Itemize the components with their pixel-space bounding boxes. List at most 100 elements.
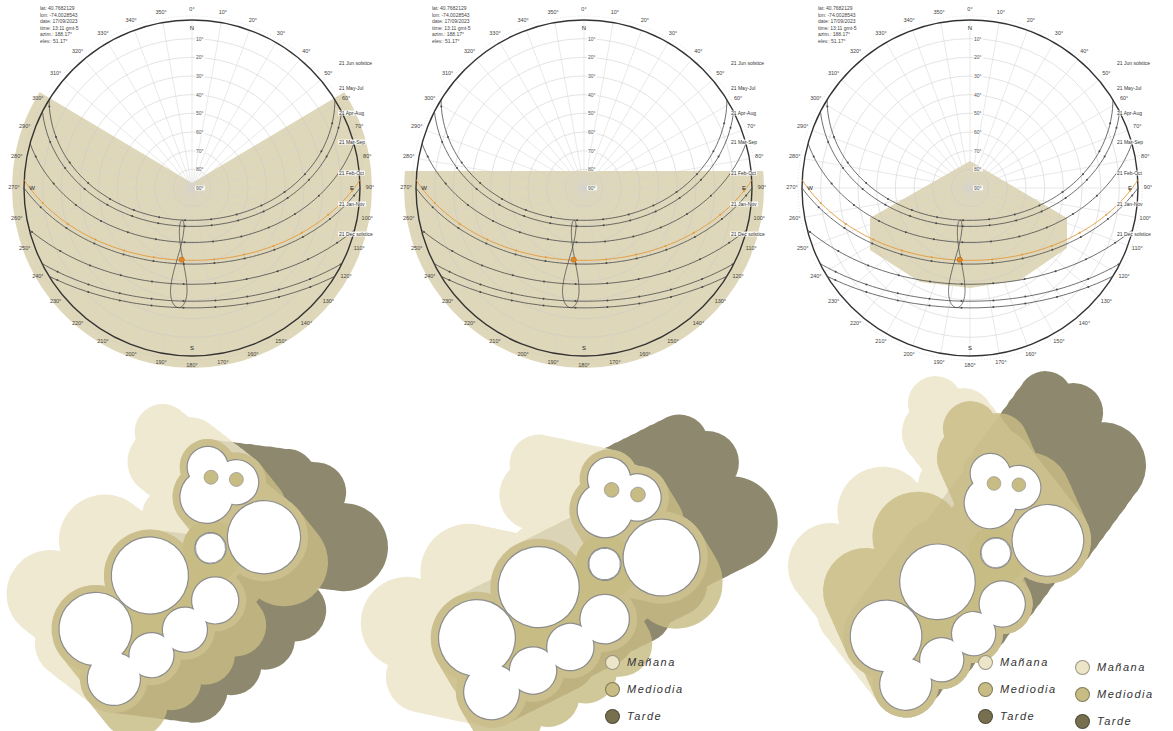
azimuth-label: 290° — [411, 124, 422, 130]
azimuth-label: 150° — [275, 339, 286, 345]
azimuth-line — [584, 159, 749, 188]
month-label: 21 Jan-Nov — [1116, 202, 1144, 207]
legend-swatch — [978, 655, 993, 670]
hour-dot — [604, 240, 606, 242]
legend-swatch — [978, 682, 993, 697]
hour-dot — [440, 105, 442, 107]
sun-path — [24, 180, 360, 261]
azimuth-label: 300° — [32, 96, 43, 102]
hour-dot — [606, 299, 608, 301]
hour-dot — [543, 298, 545, 300]
header-info: lat: 40.7682129 — [432, 6, 466, 11]
month-label: 21 Apr-Aug — [1116, 111, 1143, 116]
hour-dot — [820, 202, 822, 204]
sun-path-chart — [0, 16, 402, 398]
header-info: date: 17/09/2023 — [818, 19, 856, 24]
hour-dot — [1082, 173, 1084, 175]
hour-dot — [106, 204, 108, 206]
month-label: 21 Feb-Oct — [730, 171, 757, 176]
hour-dot — [304, 173, 306, 175]
hour-dot — [64, 167, 66, 169]
inner-patio — [601, 480, 621, 500]
hour-dot — [701, 286, 703, 288]
hour-dot — [320, 150, 322, 152]
hour-dot — [512, 274, 514, 276]
azimuth-label: 90° — [758, 185, 766, 191]
azimuth-line — [63, 188, 192, 296]
month-label: 21 May-Jul — [338, 86, 364, 91]
hour-dot — [862, 188, 864, 190]
hour-dot — [331, 122, 333, 124]
sun-path-chart — [798, 16, 1142, 360]
hour-dot — [244, 257, 246, 259]
month-label: 21 May-Jul — [730, 86, 756, 91]
azimuth-line — [862, 59, 970, 188]
azimuth-label: 320° — [850, 49, 861, 55]
hour-dot — [1051, 249, 1053, 251]
hour-dot — [153, 256, 155, 258]
hour-dot — [87, 182, 89, 184]
hour-dot — [57, 271, 59, 273]
azimuth-line — [584, 20, 585, 188]
azimuth-label: 110° — [746, 246, 757, 252]
site-plan — [741, 351, 1168, 731]
azimuth-line — [416, 188, 584, 189]
hour-dot — [929, 305, 931, 307]
hour-dot — [447, 136, 449, 138]
hour-dot — [710, 195, 712, 197]
hour-dot — [827, 141, 829, 143]
hour-dot — [133, 209, 135, 211]
elevation-label: 70° — [195, 148, 205, 153]
shadow-area — [314, 414, 729, 731]
hour-dot — [153, 260, 155, 262]
azimuth-label: 350° — [155, 10, 166, 16]
hour-dot — [905, 231, 907, 233]
hour-dot — [660, 227, 662, 229]
azimuth-line — [970, 188, 999, 353]
header-info: time: 13:11 gmt-5 — [818, 25, 857, 30]
azimuth-line — [584, 188, 752, 189]
hour-dot — [1056, 289, 1058, 291]
hour-dot — [629, 219, 631, 221]
sun-path — [416, 188, 752, 264]
azimuth-label: 100° — [362, 216, 373, 222]
month-label: 21 Feb-Oct — [1116, 171, 1143, 176]
azimuth-line — [970, 30, 1028, 188]
azimuth-line — [970, 43, 1054, 189]
azimuth-label: 140° — [301, 322, 312, 328]
hour-dot — [897, 292, 899, 294]
hour-dot — [210, 218, 212, 220]
azimuth-line — [192, 131, 350, 189]
sun-path — [441, 276, 727, 308]
hour-dot — [48, 105, 50, 107]
hour-dot — [318, 195, 320, 197]
azimuth-label: 230° — [50, 300, 61, 306]
legend-swatch — [1075, 714, 1090, 729]
azimuth-label: 210° — [489, 339, 500, 345]
hour-dot — [434, 202, 436, 204]
hour-dot — [813, 156, 815, 158]
site-plan — [0, 384, 410, 731]
hour-dot — [865, 182, 867, 184]
hour-dot — [669, 270, 671, 272]
hour-dot — [834, 279, 836, 281]
hour-dot — [989, 224, 991, 226]
legend-text: Mañana — [1097, 662, 1146, 673]
azimuth-label: 80° — [755, 154, 763, 160]
azimuth-line — [584, 188, 713, 296]
azimuth-line — [970, 80, 1099, 188]
hour-dot — [1087, 278, 1089, 280]
hour-dot — [1022, 257, 1024, 259]
azimuth-line — [192, 59, 300, 188]
azimuth-line — [825, 104, 971, 188]
azimuth-line — [192, 188, 250, 346]
month-label: 21 Mar-Sep — [1116, 140, 1144, 145]
hour-dot — [1072, 213, 1074, 215]
hour-dot — [340, 263, 342, 265]
legend-text: Tarde — [627, 711, 662, 722]
azimuth-label: 100° — [754, 216, 765, 222]
hour-dot — [240, 236, 242, 238]
elevation-label: 30° — [195, 74, 205, 79]
hour-dot — [1014, 213, 1016, 215]
sun-path — [821, 113, 1120, 227]
